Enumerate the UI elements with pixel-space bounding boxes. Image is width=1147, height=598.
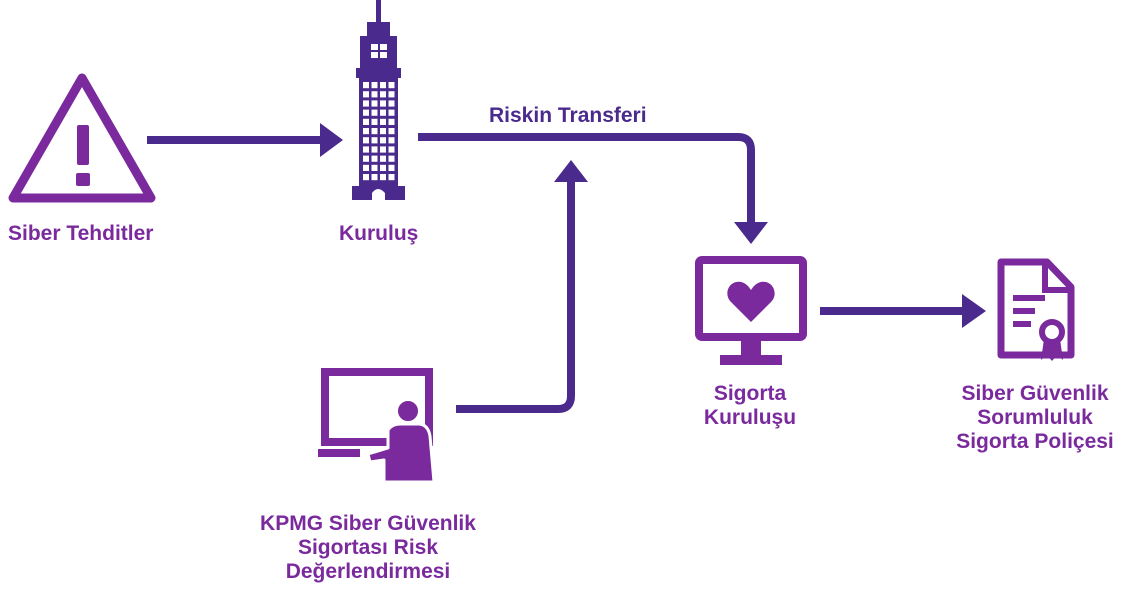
arrow-threats-to-organization: [147, 123, 343, 157]
assessment-label-line: KPMG Siber Güvenlik: [260, 512, 476, 535]
insurer-label: Sigorta Kuruluşu: [690, 382, 810, 430]
assessment-label-line: Değerlendirmesi: [285, 560, 451, 583]
insurer-label-line: Kuruluşu: [703, 406, 797, 429]
threats-label: Siber Tehditler: [8, 222, 154, 245]
organization-label: Kuruluş: [339, 222, 419, 245]
certificate-document-icon: [997, 258, 1075, 361]
presenter-board-icon: [318, 368, 436, 484]
insurer-label-line: Sigorta: [713, 382, 787, 405]
risk-transfer-label: Riskin Transferi: [489, 104, 647, 127]
policy-label-line: Sigorta Poliçesi: [956, 430, 1114, 453]
assessment-label-line: Sigortası Risk: [297, 536, 439, 559]
policy-label: Siber Güvenlik Sorumluluk Sigorta Poliçe…: [940, 382, 1130, 454]
building-icon: [352, 0, 405, 200]
arrow-assessment-to-transfer: [456, 160, 588, 413]
policy-label-line: Siber Güvenlik: [961, 382, 1109, 405]
policy-label-line: Sorumluluk: [977, 406, 1093, 429]
arrow-organization-to-insurer: [418, 133, 768, 244]
arrow-insurer-to-policy: [820, 294, 986, 328]
assessment-label: KPMG Siber Güvenlik Sigortası Risk Değer…: [223, 512, 513, 584]
warning-triangle-icon: [8, 73, 156, 203]
monitor-heart-icon: [695, 256, 807, 365]
